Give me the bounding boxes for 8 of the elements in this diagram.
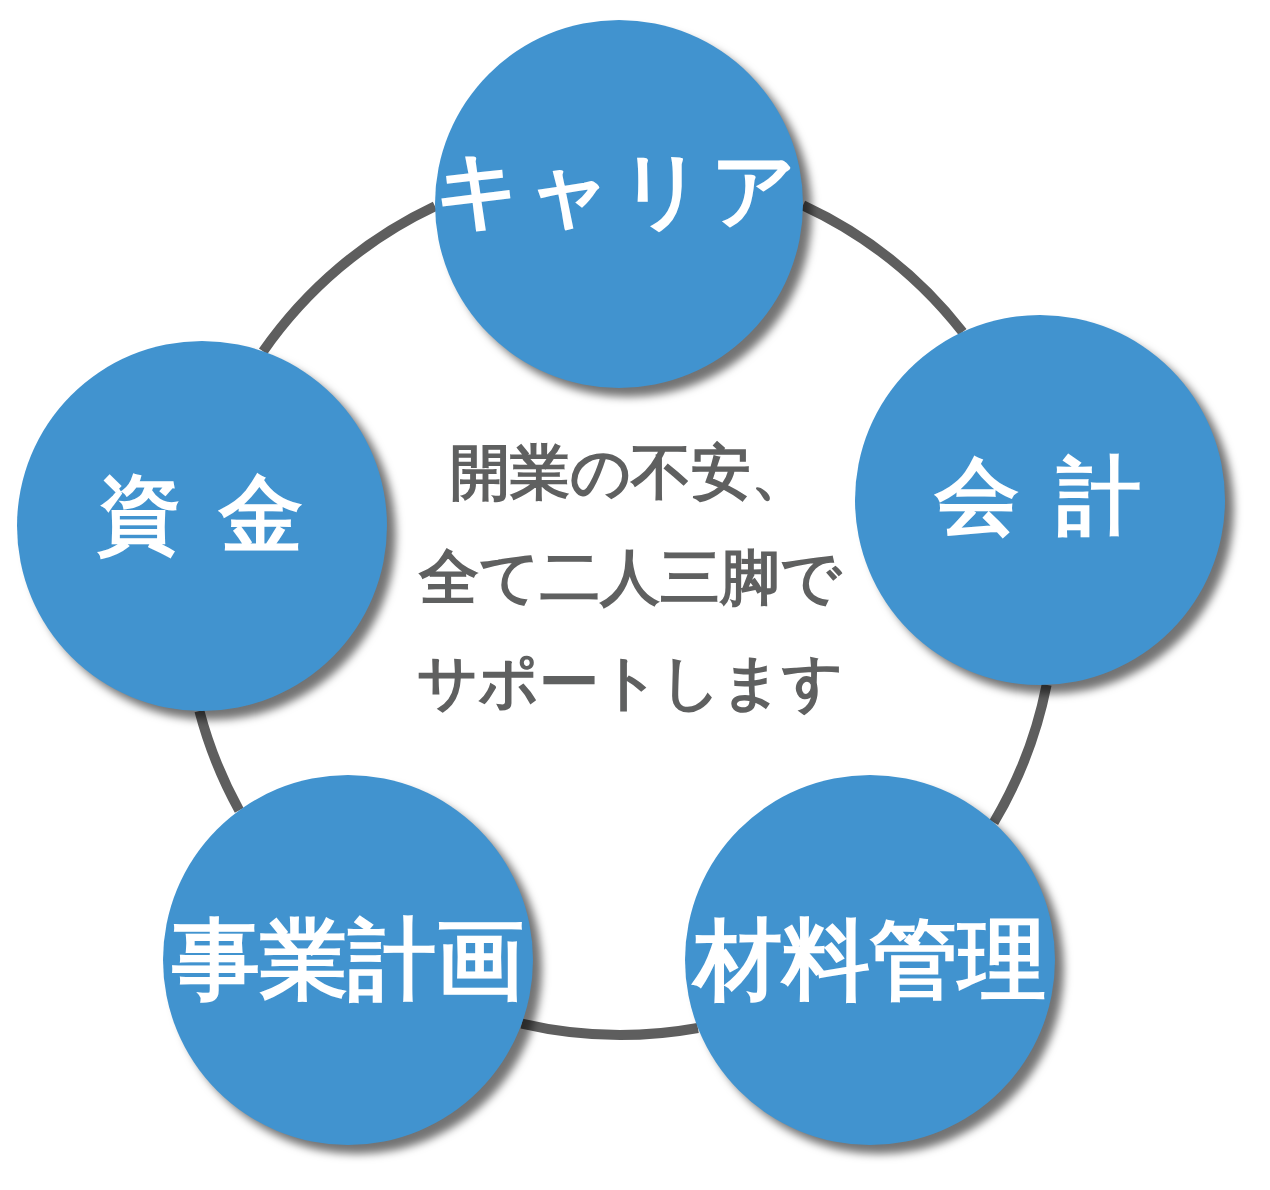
- node-label: 事業計画: [172, 911, 524, 1009]
- connector-arc: [989, 683, 1052, 825]
- node-label: キャリア: [435, 143, 803, 237]
- connector-arc: [194, 709, 244, 813]
- connector-arc: [520, 1018, 699, 1040]
- node-label: 資 金: [97, 467, 307, 561]
- node-label: 会 計: [935, 449, 1145, 543]
- tagline-text: 開業の不安、全て二人三脚でサポートします: [416, 436, 844, 719]
